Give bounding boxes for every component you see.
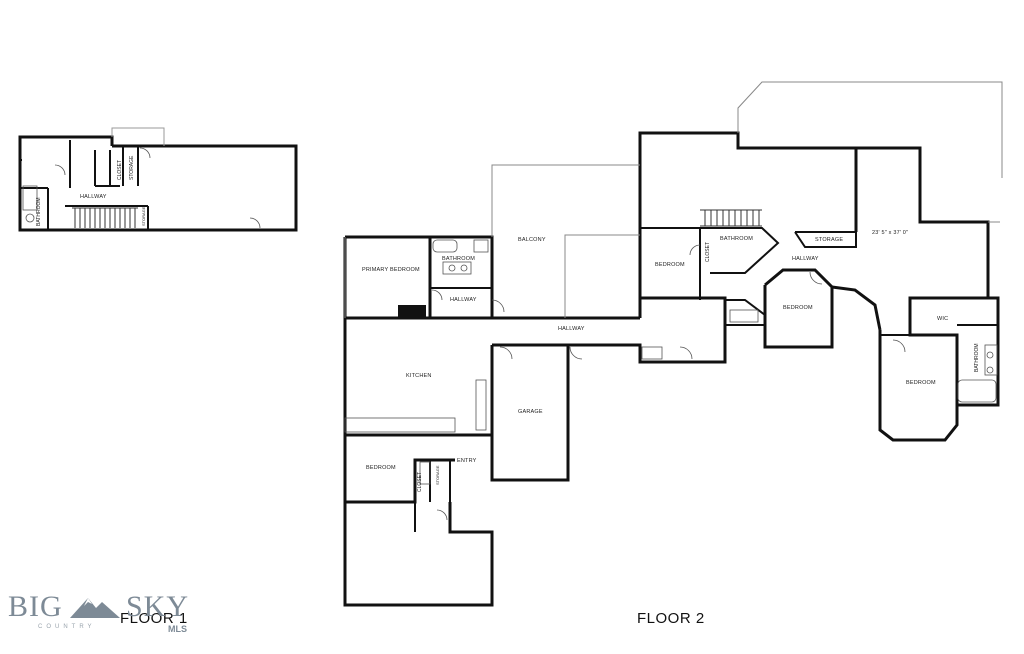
label-wic: WIC [937, 316, 949, 322]
label-closet-vertical-sw: CLOSET [417, 472, 423, 492]
label-storage2-f1: STORAGE [141, 206, 146, 226]
label-entry: ENTRY [457, 458, 477, 464]
logo-word-sky: SKY [126, 590, 190, 623]
label-great-room-dims: 23' 5" x 37' 0" [872, 230, 909, 236]
logo-subtitle: COUNTRY [38, 624, 96, 630]
floor2-fixtures [344, 239, 998, 521]
mountain-icon [70, 598, 120, 618]
label-garage: GARAGE [518, 409, 543, 415]
floor1-plan [18, 127, 298, 232]
label-bathroom-vertical-e: BATHROOM [974, 343, 980, 372]
label-closet-vertical-n: CLOSET [705, 242, 711, 262]
floor1-label: FLOOR 1 [120, 610, 188, 627]
label-bathroom-f1: BATHROOM [36, 197, 42, 226]
label-closet-f1: CLOSET [117, 160, 123, 180]
floor1-stairs [72, 207, 138, 228]
floor2-walls [343, 131, 1000, 607]
fireplace [398, 305, 426, 318]
label-balcony: BALCONY [518, 237, 546, 243]
label-primary-bedroom: PRIMARY BEDROOM [362, 267, 420, 273]
floor2-stairs [700, 209, 762, 227]
floor1-fixtures [22, 147, 261, 229]
logo-mls: MLS [168, 624, 187, 634]
label-bedroom-center: BEDROOM [783, 305, 813, 311]
label-storage-n: STORAGE [815, 237, 844, 243]
floor2-thin-outlines [344, 81, 1003, 318]
label-bathroom-primary: BATHROOM [442, 256, 475, 262]
label-kitchen: KITCHEN [406, 373, 432, 379]
floor2-label: FLOOR 2 [637, 610, 705, 627]
label-hallway-primary: HALLWAY [450, 297, 477, 303]
label-hallway-e: HALLWAY [792, 256, 819, 262]
label-bathroom-n: BATHROOM [720, 236, 753, 242]
label-storage-f1: STORAGE [129, 155, 135, 180]
label-bedroom-e: BEDROOM [906, 380, 936, 386]
label-bedroom-sw: BEDROOM [366, 465, 396, 471]
big-sky-logo: BIG SKY COUNTRY MLS [8, 590, 198, 640]
label-bedroom-n: BEDROOM [655, 262, 685, 268]
logo-word-big: BIG [8, 590, 63, 623]
label-hallway-f1: HALLWAY [80, 194, 107, 200]
label-storage-vertical-sw: STORAGE [435, 465, 440, 485]
label-hallway-main: HALLWAY [558, 326, 585, 332]
